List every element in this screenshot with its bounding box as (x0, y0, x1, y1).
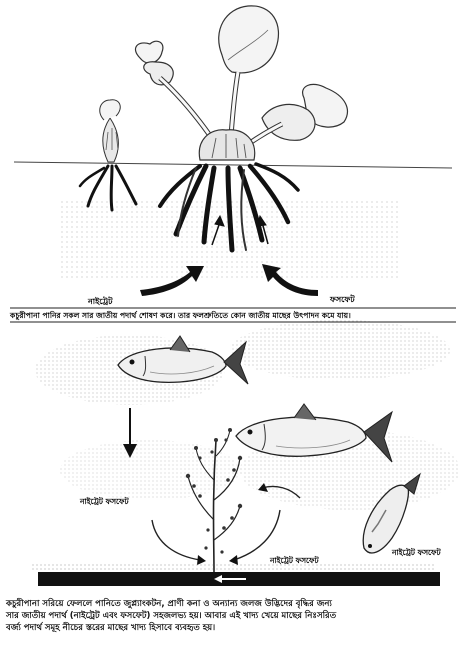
bottom-left-nutrient-label: নাইট্রেট ফসফেট (79, 495, 130, 506)
bottom-caption-line-1: কচুরীপানা সরিয়ে ফেললে পানিতে জুপ্ল্যাংক… (6, 598, 458, 610)
fish-pond-scene: নাইট্রেট ফসফেট নাইট্রেট ফসফেট নাইট্রেট ফ… (30, 320, 460, 586)
bottom-caption-line-2: সার জাতীয় পদার্থ (নাইট্রেট এবং ফসফেট) স… (6, 610, 458, 622)
small-hyacinth-plant (100, 100, 121, 162)
top-phosphate-label: ফসফেট (329, 293, 355, 304)
sediment-layer (30, 564, 436, 570)
water-surface-line (14, 162, 452, 168)
top-nitrate-label: নাইট্রেট (87, 295, 113, 306)
arrow-heads (197, 483, 268, 565)
bottom-right-nutrient-label: নাইট্রেট ফসফেট (391, 546, 442, 557)
plankton-cloud-mid (60, 440, 240, 500)
bottom-caption-line-3: বর্জ্য পদার্থ সমূহ নীচের স্তরের মাছের খা… (6, 622, 458, 634)
water-hyacinth-scene: নাইট্রেট ফসফেট (14, 6, 452, 306)
large-hyacinth-plant (135, 6, 347, 160)
bottom-mid-nutrient-label: নাইট্রেট ফসফেট (269, 554, 320, 565)
bottom-caption: কচুরীপানা সরিয়ে ফেললে পানিতে জুপ্ল্যাংক… (6, 598, 458, 634)
plankton-cloud-top-right (230, 320, 450, 380)
top-caption: কচুরীপানা পানির সকল সার জাতীয় পদার্থ শো… (9, 309, 351, 321)
